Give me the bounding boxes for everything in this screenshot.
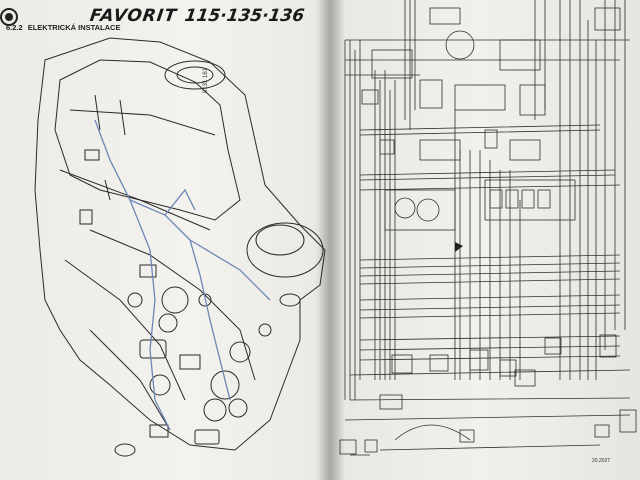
right-figure-id: 20.2027 (592, 458, 611, 464)
section-title: ELEKTRICKÁ INSTALACE (27, 23, 121, 32)
wiring-diagram (339, 0, 637, 456)
book-gutter (318, 0, 344, 480)
section-heading: 6.2.2 ELEKTRICKÁ INSTALACE (6, 23, 120, 32)
brand-models: 115·135·136 (183, 6, 306, 26)
car-cutaway-drawing (34, 37, 326, 457)
skoda-logo-icon (0, 8, 18, 26)
right-page: 20.2027 (330, 0, 640, 480)
section-number: 6.2.2 (6, 23, 23, 32)
